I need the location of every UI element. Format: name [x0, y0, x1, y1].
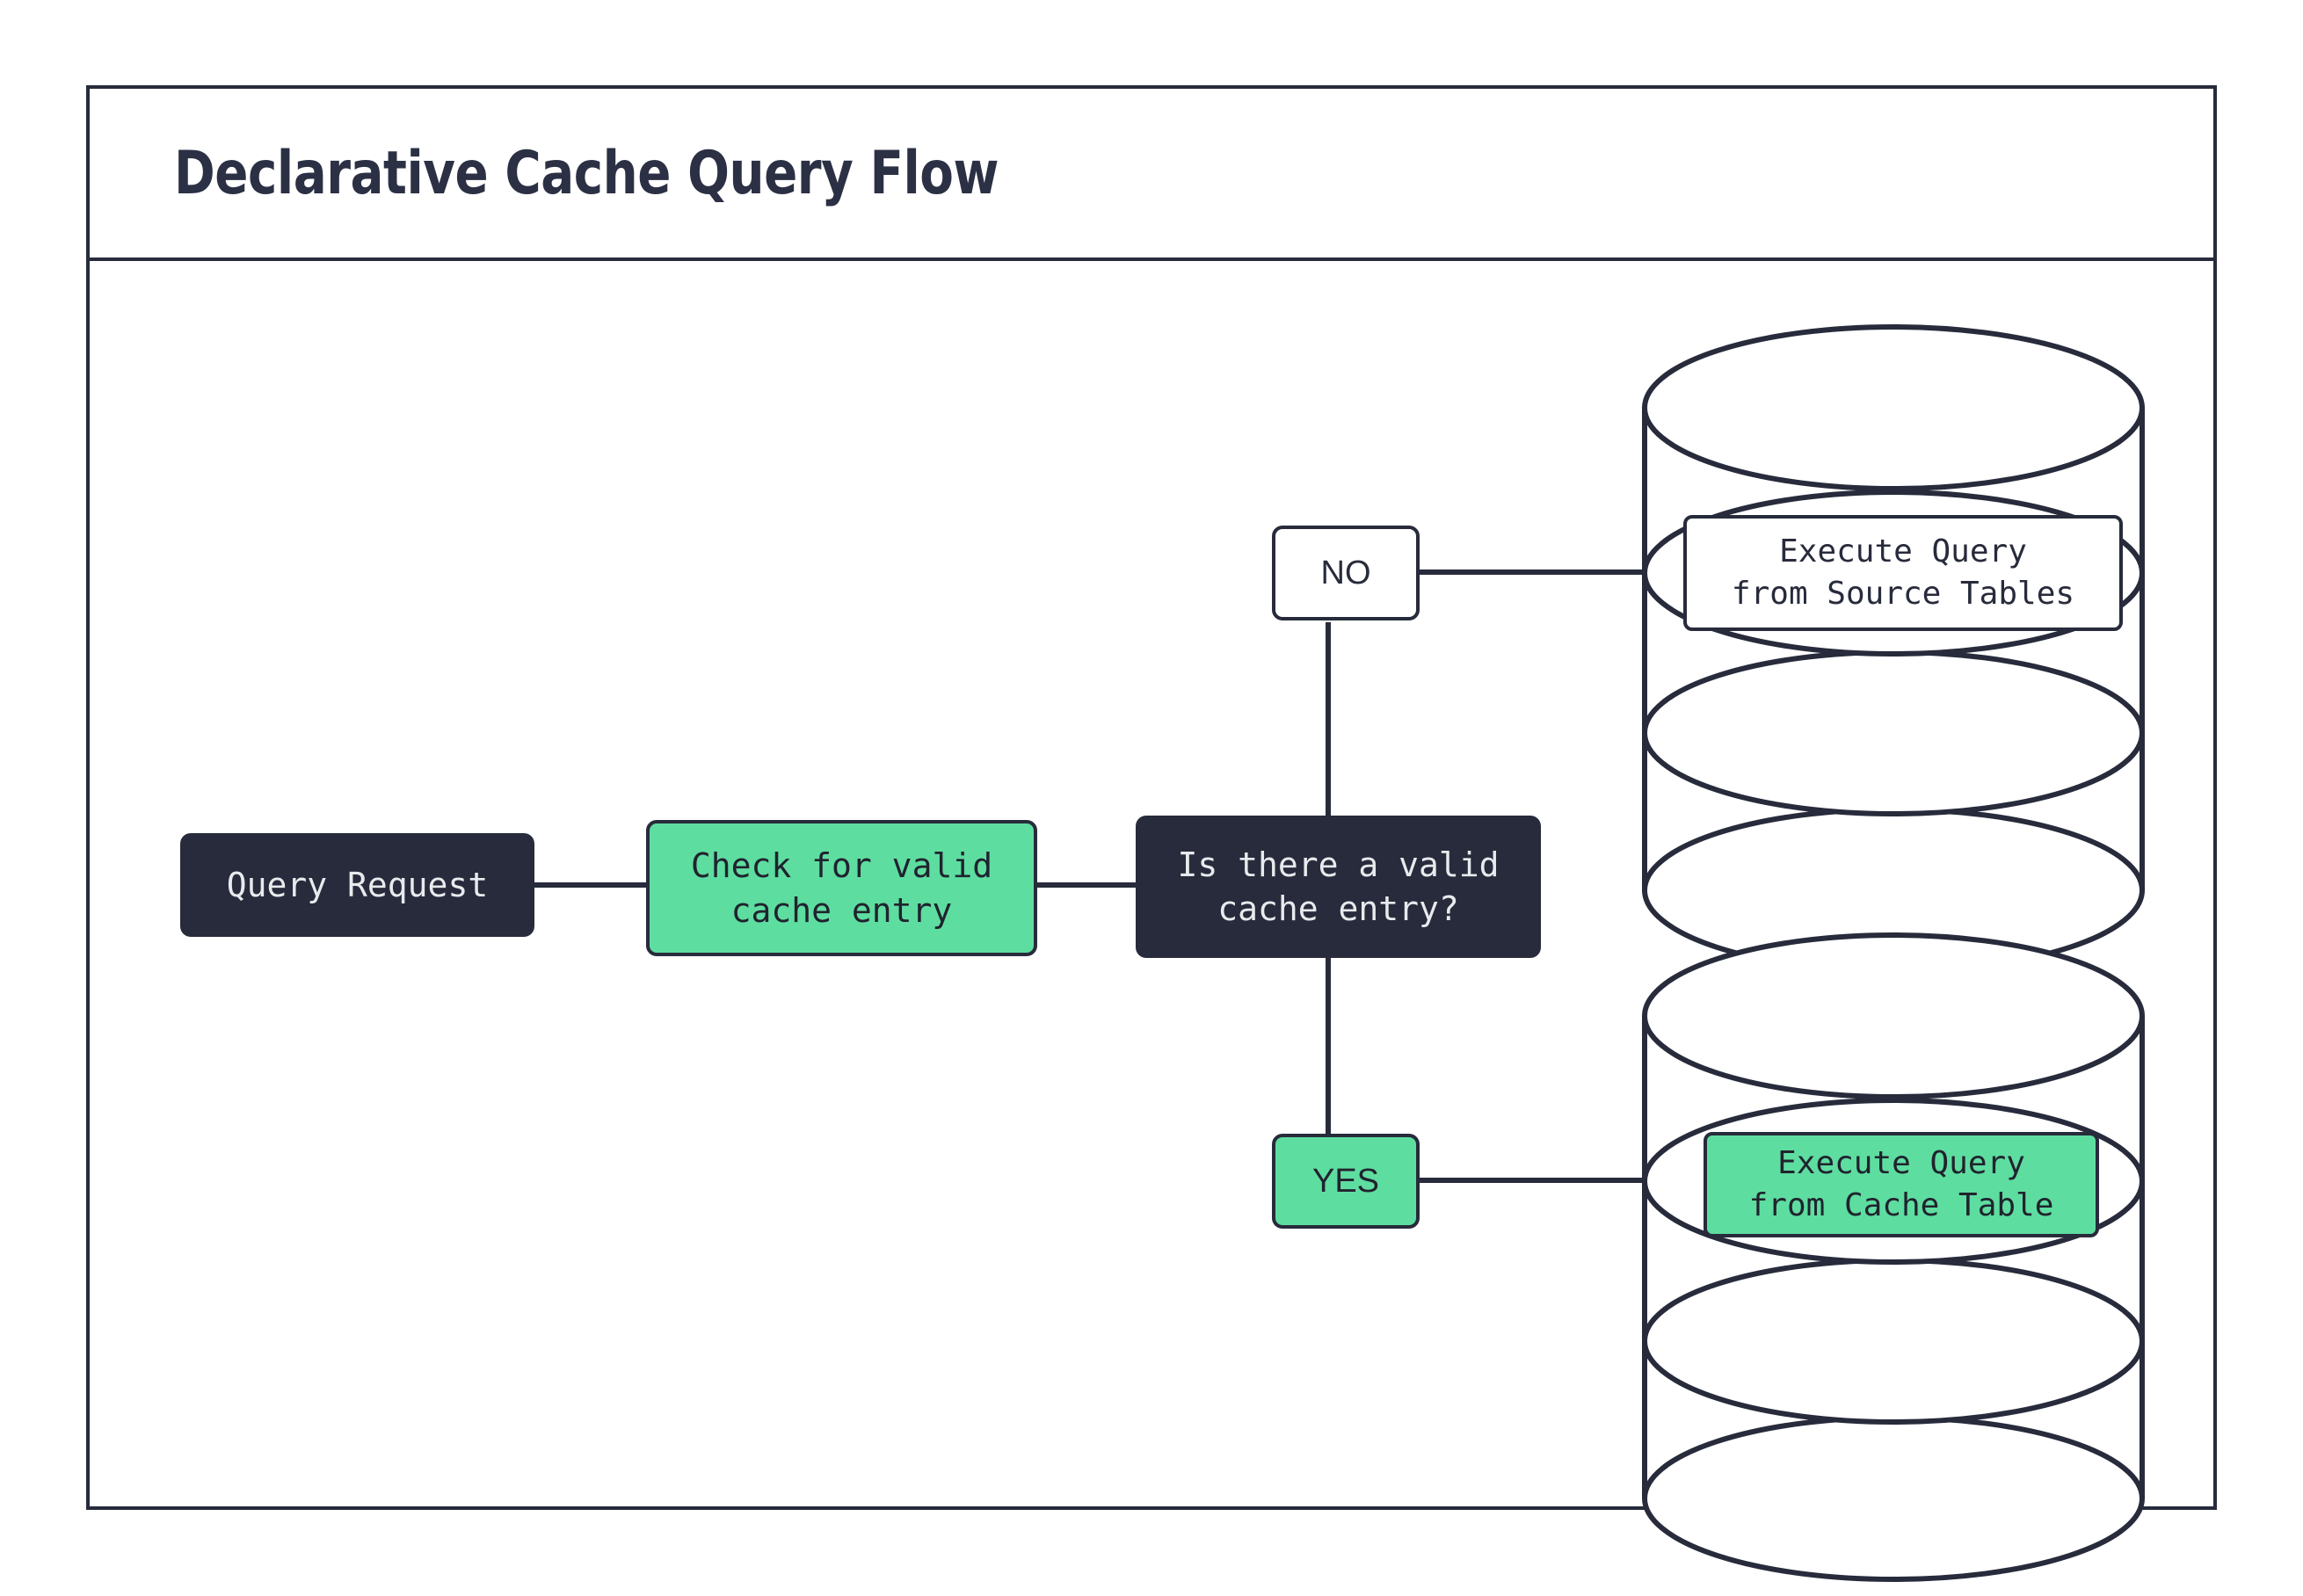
node-is-there-a-valid-cache-entry[interactable]: Is there a valid cache entry? — [1136, 816, 1541, 958]
node-execute-query-from-cache-table[interactable]: Execute Query from Cache Table — [1704, 1132, 2099, 1237]
node-query-request[interactable]: Query Request — [180, 833, 534, 937]
edge-label-yes[interactable]: YES — [1272, 1134, 1420, 1229]
edge-label-no[interactable]: NO — [1272, 526, 1420, 620]
node-check-for-valid-cache-entry[interactable]: Check for valid cache entry — [646, 820, 1037, 956]
page-title: Declarative Cache Query Flow — [174, 138, 999, 208]
node-execute-query-from-source-tables[interactable]: Execute Query from Source Tables — [1683, 515, 2123, 631]
title-bar: Declarative Cache Query Flow — [90, 89, 2213, 261]
diagram-frame: Declarative Cache Query Flow — [86, 85, 2217, 1510]
